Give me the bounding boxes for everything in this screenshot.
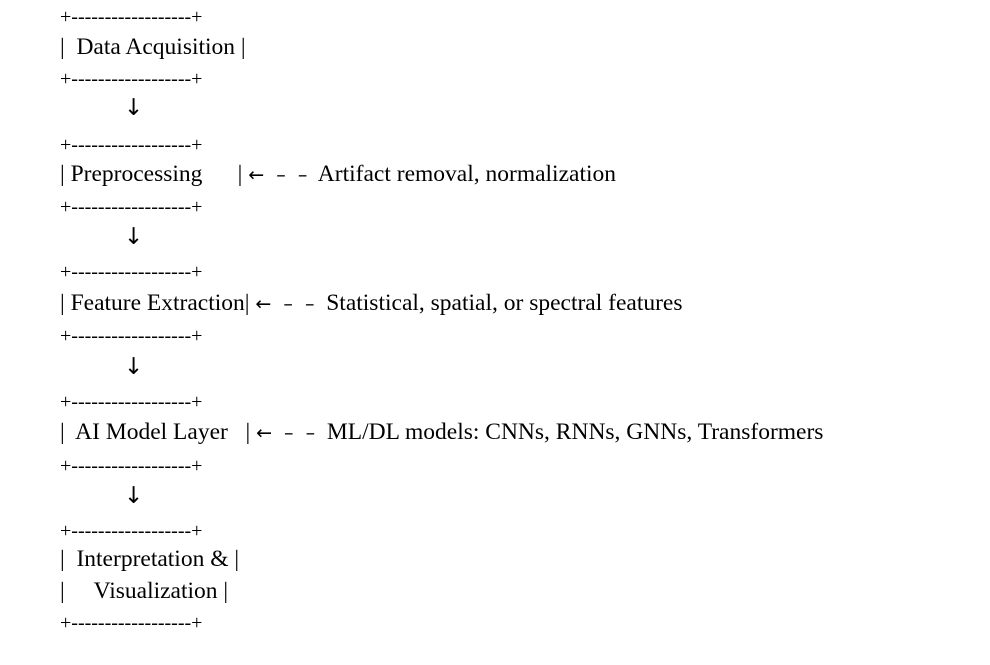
box-border-top: +------------------+ [60, 6, 203, 28]
box-border-top: +------------------+ [60, 261, 203, 283]
left-arrow-icon: ← – – [248, 164, 308, 186]
step-note: Statistical, spatial, or spectral featur… [326, 290, 683, 316]
down-arrow-icon: ↓ [124, 224, 144, 250]
step-visualization: | Visualization | [60, 578, 229, 604]
down-arrow-icon: ↓ [124, 354, 144, 380]
step-label: | AI Model Layer | [60, 419, 251, 445]
left-arrow-icon: ← – – [255, 293, 315, 315]
left-arrow-icon: ← – – [256, 422, 316, 444]
down-arrow-icon: ↓ [124, 483, 144, 509]
step-feature-extraction: | Feature Extraction| ← – – Statistical,… [60, 289, 683, 318]
box-border-bottom: +------------------+ [60, 325, 203, 347]
step-note: ML/DL models: CNNs, RNNs, GNNs, Transfor… [326, 419, 824, 445]
box-border-bottom: +------------------+ [60, 455, 203, 477]
down-arrow-icon: ↓ [124, 95, 144, 121]
box-border-bottom: +------------------+ [60, 196, 203, 218]
step-data-acquisition: | Data Acquisition | [60, 34, 246, 60]
box-border-bottom: +------------------+ [60, 68, 203, 90]
step-preprocessing: | Preprocessing | ← – – Artifact removal… [60, 160, 616, 189]
step-label: | Preprocessing | [60, 161, 243, 187]
box-border-top: +------------------+ [60, 134, 203, 156]
box-border-top: +------------------+ [60, 520, 203, 542]
step-ai-model-layer: | AI Model Layer | ← – – ML/DL models: C… [60, 418, 823, 447]
box-border-top: +------------------+ [60, 391, 203, 413]
box-border-bottom: +------------------+ [60, 612, 203, 634]
step-label: | Feature Extraction| [60, 290, 250, 316]
step-interpretation: | Interpretation & | [60, 546, 240, 572]
step-note: Artifact removal, normalization [317, 161, 616, 187]
